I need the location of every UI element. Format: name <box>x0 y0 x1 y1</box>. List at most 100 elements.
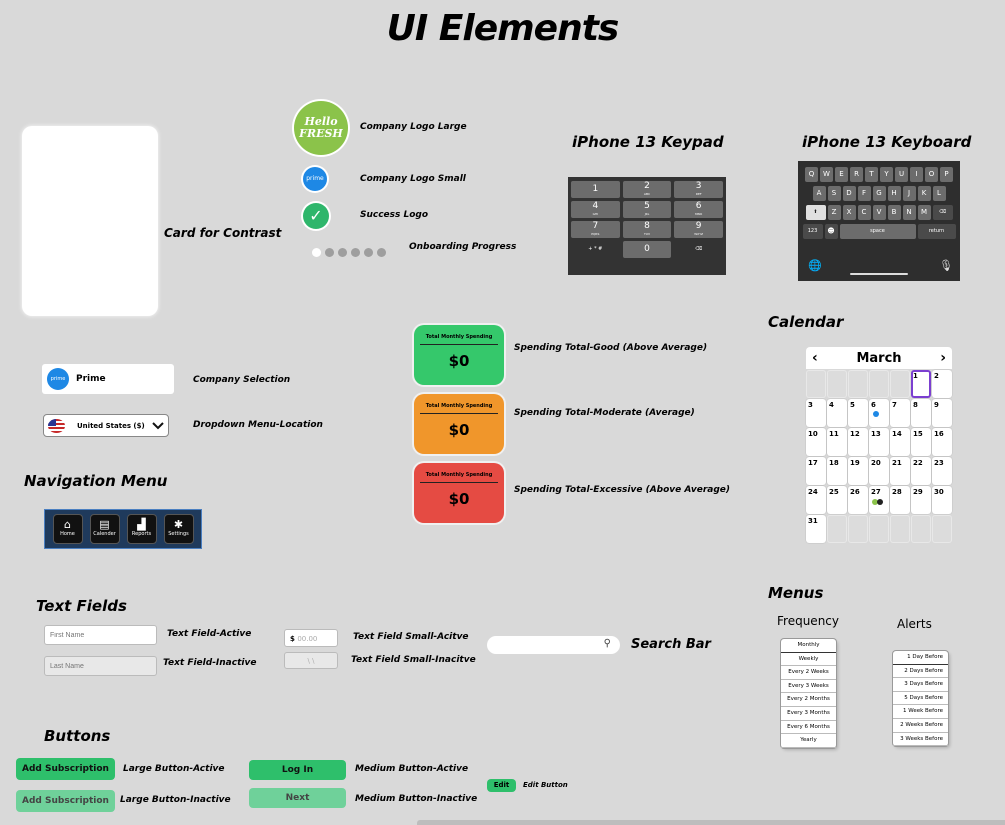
keypad-key[interactable]: ⌫ <box>695 246 703 252</box>
nav-item-calender[interactable]: ▤Calender <box>89 514 120 544</box>
key-c[interactable]: C <box>857 205 871 220</box>
menu-item[interactable]: 1 Day Before <box>893 651 948 665</box>
first-name-field[interactable] <box>44 625 157 645</box>
key-z[interactable]: Z <box>827 205 841 220</box>
nav-item-home[interactable]: ⌂Home <box>52 514 83 544</box>
next-button[interactable]: Next <box>249 788 346 808</box>
small-inactive-field[interactable]: \ \ <box>284 652 338 669</box>
amount-field[interactable]: $ 00.00 <box>284 629 338 647</box>
keypad-key[interactable]: + * # <box>588 246 603 252</box>
menu-item[interactable]: Every 3 Weeks <box>781 680 836 694</box>
key-n[interactable]: N <box>902 205 916 220</box>
calendar-day[interactable]: 25 <box>827 486 847 514</box>
key-v[interactable]: V <box>872 205 886 220</box>
log-in-button[interactable]: Log In <box>249 760 346 780</box>
key-i[interactable]: I <box>910 167 923 182</box>
return-key[interactable]: return <box>917 224 956 239</box>
calendar-day[interactable]: 26 <box>848 486 868 514</box>
next-month-icon[interactable]: › <box>940 350 946 366</box>
menu-item[interactable]: Every 3 Months <box>781 707 836 721</box>
calendar-day[interactable]: 7 <box>890 399 910 427</box>
calendar-day[interactable]: 5 <box>848 399 868 427</box>
key-k[interactable]: K <box>917 186 931 201</box>
calendar-day[interactable]: 2 <box>932 370 952 398</box>
calendar-day[interactable]: 16 <box>932 428 952 456</box>
menu-item[interactable]: Every 6 Months <box>781 721 836 735</box>
key-t[interactable]: T <box>865 167 878 182</box>
emoji-key[interactable]: ☻ <box>824 224 838 239</box>
key-s[interactable]: S <box>827 186 841 201</box>
keypad-key[interactable]: 0 <box>622 241 672 258</box>
menu-item[interactable]: 1 Week Before <box>893 705 948 719</box>
add-subscription-button[interactable]: Add Subscription <box>16 758 115 780</box>
key-h[interactable]: H <box>887 186 901 201</box>
key-o[interactable]: O <box>925 167 938 182</box>
keypad-key[interactable]: 1 <box>571 181 620 198</box>
calendar-day[interactable]: 20 <box>869 457 889 485</box>
menu-item[interactable]: 2 Weeks Before <box>893 719 948 733</box>
calendar-day[interactable]: 13 <box>869 428 889 456</box>
calendar-day[interactable]: 15 <box>911 428 931 456</box>
prev-month-icon[interactable]: ‹ <box>812 350 818 366</box>
key-q[interactable]: Q <box>805 167 818 182</box>
calendar-day[interactable]: 23 <box>932 457 952 485</box>
calendar-day[interactable]: 17 <box>806 457 826 485</box>
calendar-day[interactable]: 27 <box>869 486 889 514</box>
shift-key[interactable]: ⬆ <box>805 205 826 220</box>
key-l[interactable]: L <box>932 186 946 201</box>
menu-item[interactable]: Every 2 Months <box>781 693 836 707</box>
menu-item[interactable]: Every 2 Weeks <box>781 666 836 680</box>
nav-item-settings[interactable]: ✱Settings <box>163 514 194 544</box>
globe-icon[interactable]: 🌐 <box>808 259 822 272</box>
key-r[interactable]: R <box>850 167 863 182</box>
key-m[interactable]: M <box>917 205 931 220</box>
key-p[interactable]: P <box>940 167 953 182</box>
menu-item[interactable]: 3 Days Before <box>893 678 948 692</box>
calendar-day[interactable]: 22 <box>911 457 931 485</box>
calendar-day[interactable]: 30 <box>932 486 952 514</box>
menu-item[interactable]: Monthly <box>781 639 836 653</box>
key-x[interactable]: X <box>842 205 856 220</box>
calendar-day[interactable]: 4 <box>827 399 847 427</box>
edit-button[interactable]: Edit <box>487 779 516 792</box>
calendar-day[interactable]: 24 <box>806 486 826 514</box>
search-bar[interactable]: ⚲ <box>487 636 620 654</box>
calendar-day[interactable]: 19 <box>848 457 868 485</box>
delete-key[interactable]: ⌫ <box>932 205 953 220</box>
menu-item[interactable]: 2 Days Before <box>893 665 948 679</box>
key-d[interactable]: D <box>842 186 856 201</box>
key-u[interactable]: U <box>895 167 908 182</box>
calendar-day[interactable]: 3 <box>806 399 826 427</box>
calendar-day[interactable]: 28 <box>890 486 910 514</box>
key-a[interactable]: A <box>812 186 826 201</box>
key-y[interactable]: Y <box>880 167 893 182</box>
calendar-day[interactable]: 11 <box>827 428 847 456</box>
menu-item[interactable]: 5 Days Before <box>893 692 948 706</box>
key-j[interactable]: J <box>902 186 916 201</box>
calendar-day[interactable]: 14 <box>890 428 910 456</box>
numbers-key[interactable]: 123 <box>802 224 823 239</box>
key-e[interactable]: E <box>835 167 848 182</box>
last-name-field[interactable] <box>44 656 157 676</box>
menu-item[interactable]: 3 Weeks Before <box>893 733 948 747</box>
calendar-day[interactable]: 12 <box>848 428 868 456</box>
calendar-day[interactable]: 29 <box>911 486 931 514</box>
company-selection[interactable]: prime Prime <box>42 364 174 394</box>
location-dropdown[interactable]: United States ($) <box>43 414 169 437</box>
calendar-day[interactable]: 18 <box>827 457 847 485</box>
menu-item[interactable]: Weekly <box>781 653 836 667</box>
add-subscription-button-inactive[interactable]: Add Subscription <box>16 790 115 812</box>
calendar-day[interactable]: 31 <box>806 515 826 543</box>
menu-item[interactable]: Yearly <box>781 734 836 748</box>
nav-item-reports[interactable]: ▟Reports <box>126 514 157 544</box>
calendar-day[interactable]: 6 <box>869 399 889 427</box>
key-g[interactable]: G <box>872 186 886 201</box>
